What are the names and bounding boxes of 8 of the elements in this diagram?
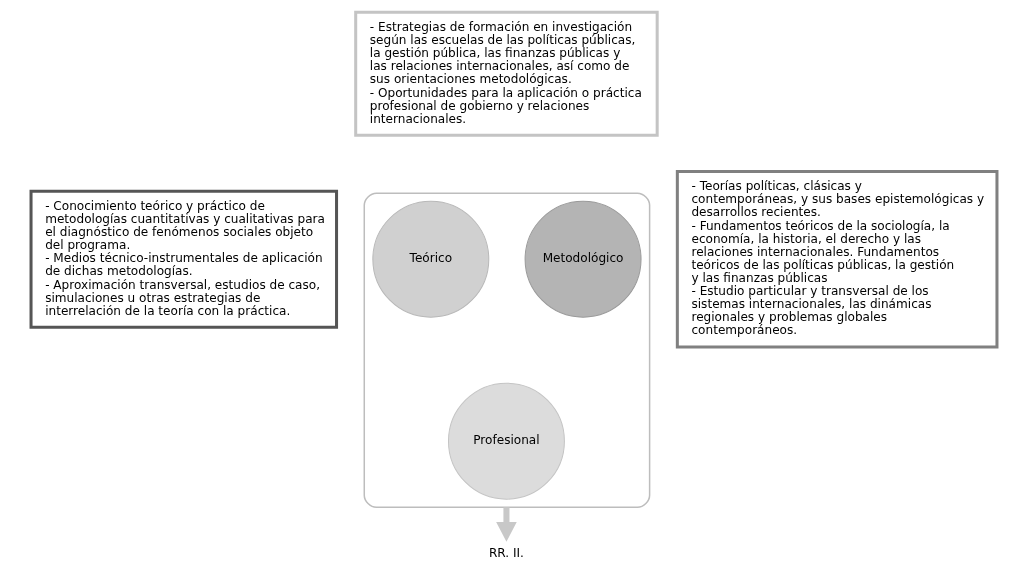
node-text: RR. II.: [488, 545, 524, 560]
cluster: [363, 192, 650, 509]
node-circle: Metodológico: [524, 200, 642, 318]
node-box: - Teorías políticas, clásicas y contemporáneas, y sus bases epistemológicas y desarrollos recientes. - Fundamentos teóricos de la sociología, la economía, la historia, el derecho y las relaciones internacionales. Fundamentos teóricos de las políticas públicas, la gestión y las finanzas públicas - Estudio particular y transversal de los sistemas internacionales, las dinámicas regionales y problemas globales contemporáneos.: [675, 170, 998, 349]
node-circle: Teórico: [371, 200, 489, 318]
node-box: - Estrategias de formación en investigación según las escuelas de las políticas públicas, la gestión pública, las finanzas públicas y las relaciones internacionales, así como de sus orientaciones metodológicas. - Oportunidades para la aplicación o práctica profesional de gobierno y relaciones internacionales.: [353, 10, 659, 137]
node-circle: Profesional: [447, 382, 565, 500]
node-box: - Conocimiento teórico y práctico de metodologías cuantitativas y cualitativas para el diagnóstico de fenómenos sociales objeto del programa. - Medios técnico-instrumentales de aplicación de dichas metodologías. - Aproximación transversal, estudios de caso, simulaciones u otras estrategias de interrelación de la teoría con la práctica.: [29, 189, 338, 329]
